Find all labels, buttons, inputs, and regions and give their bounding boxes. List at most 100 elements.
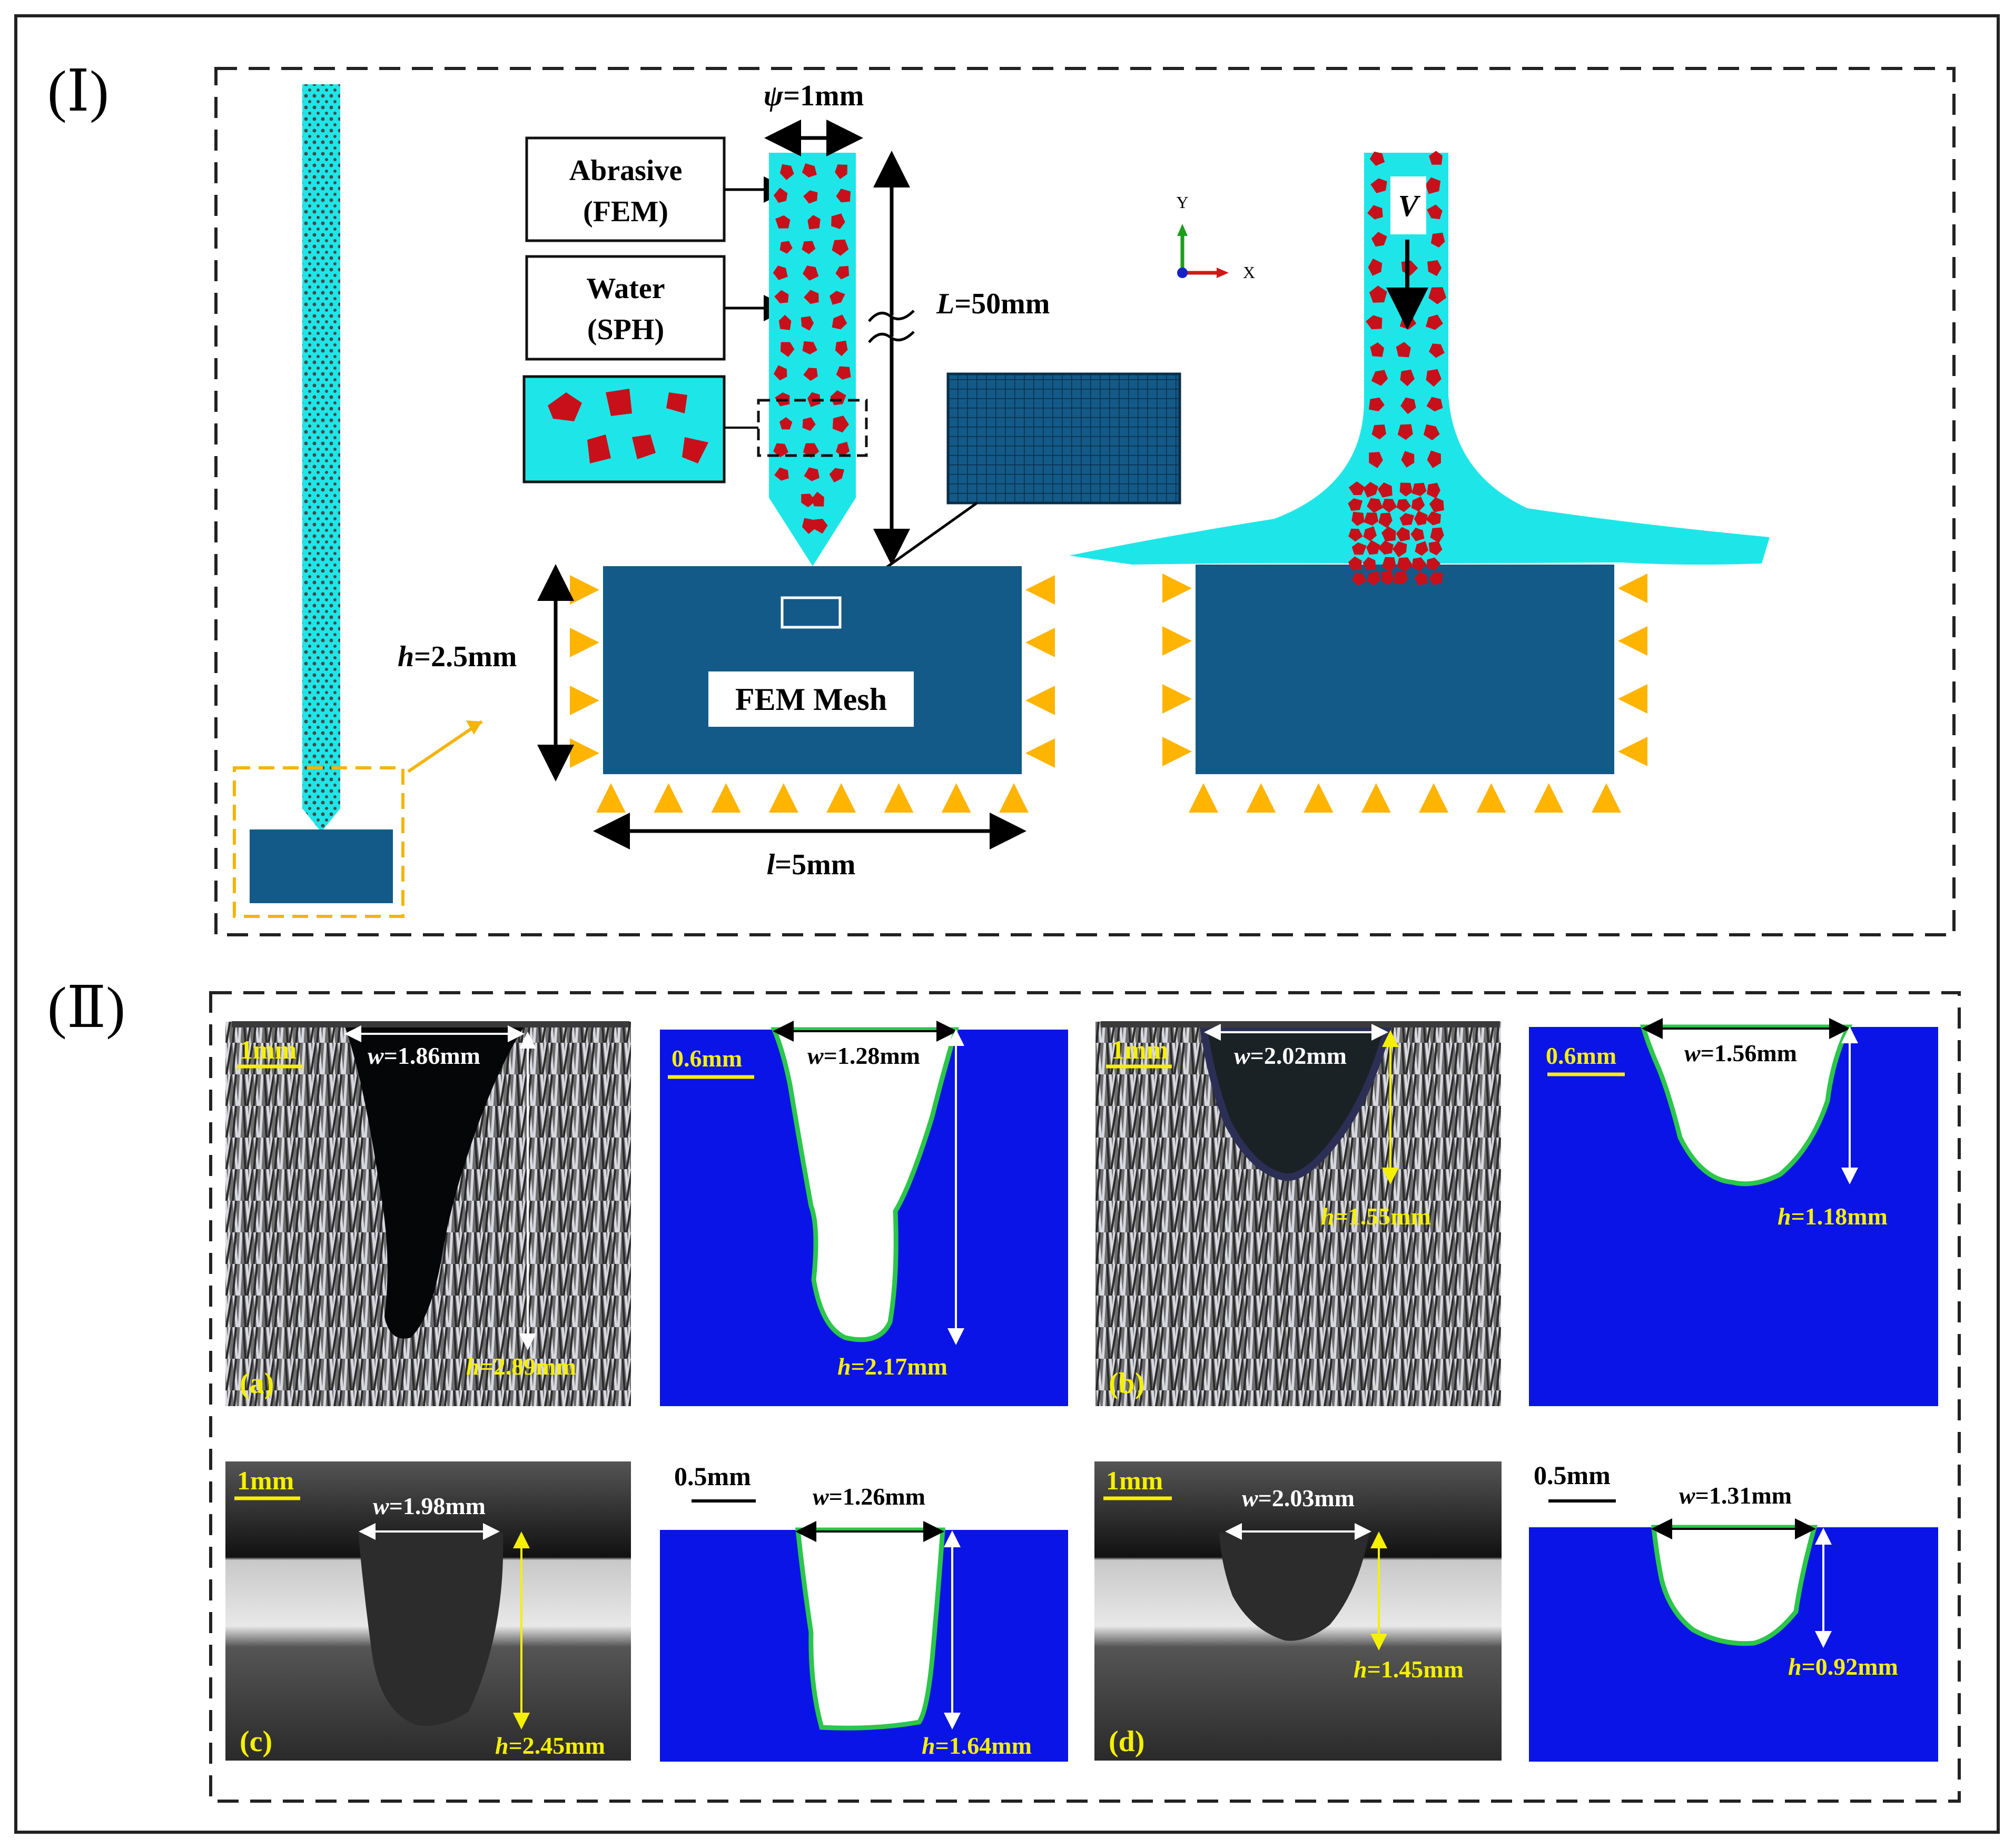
crater-abrasive-particle: [1415, 541, 1429, 556]
panel-a-exp-h-label: h=2.89mm: [466, 1353, 576, 1380]
overview-jet-column: [302, 84, 340, 808]
crater-abrasive-particle: [1410, 527, 1425, 541]
break-symbol: [868, 310, 915, 343]
sim-abrasive-particle: [1368, 397, 1385, 411]
panel-a-experiment: 1mm w=1.86mm h=2.89mm (a): [225, 1021, 631, 1406]
support-left: [570, 738, 599, 768]
jet-abrasive-particle: [779, 241, 793, 254]
support-left: [570, 628, 599, 657]
sim-abrasive-particle: [1427, 204, 1443, 220]
part-two-label: (Ⅱ): [47, 975, 125, 1040]
panel-a-exp-scale: 1mm: [240, 1035, 297, 1064]
sim-abrasive-particle: [1369, 151, 1385, 166]
crater-abrasive-particle: [1363, 482, 1378, 498]
panel-d-exp-w-label: w=2.03mm: [1242, 1485, 1355, 1511]
panel-b-sim-scale: 0.6mm: [1546, 1042, 1616, 1069]
jet-abrasive-particle: [807, 215, 821, 230]
jet-abrasive-particle: [802, 341, 817, 354]
crater-abrasive-particle: [1428, 541, 1443, 556]
panel-b-sim-h-label: h=1.18mm: [1778, 1203, 1888, 1230]
jet-abrasive-particle: [832, 239, 849, 256]
axis-z-dot: [1177, 268, 1188, 278]
water-box-line2: (SPH): [587, 313, 664, 346]
sim-abrasive-particle: [1397, 424, 1413, 440]
sim-abrasive-particle: [1371, 370, 1388, 386]
jet-abrasive-particle: [773, 187, 788, 203]
jet-abrasive-particle: [775, 215, 791, 229]
sim-abrasive-particle: [1368, 259, 1383, 276]
mesh-zoom: [946, 372, 1181, 505]
jet-abrasive-particle: [803, 265, 819, 281]
support-bottom: [596, 783, 626, 813]
crater-abrasive-particle: [1414, 571, 1428, 586]
jet-abrasive-particle: [780, 342, 795, 357]
axis-y-label: Y: [1176, 193, 1188, 212]
jet-abrasive-particle: [804, 467, 820, 481]
crater-abrasive-particle: [1348, 498, 1363, 511]
crater-abrasive-particle: [1381, 526, 1396, 542]
crater-abrasive-particle: [1430, 527, 1444, 543]
support-left: [570, 575, 599, 605]
crater-abrasive-particle: [1411, 482, 1427, 496]
support-bottom: [768, 783, 798, 813]
crater-abrasive-particle: [1396, 499, 1411, 512]
jet-abrasive-particle: [802, 241, 816, 254]
support-bottom: [1246, 783, 1276, 813]
sim-abrasive-particle: [1371, 424, 1386, 440]
crater-abrasive-particle: [1381, 557, 1396, 572]
jet-abrasive-particle: [803, 190, 818, 204]
crater-abrasive-particle: [1396, 527, 1410, 542]
sim-abrasive-particle: [1370, 342, 1384, 357]
sim-abrasive-particle: [1428, 287, 1447, 304]
support-bottom: [1592, 783, 1621, 813]
crater-abrasive-particle: [1411, 496, 1425, 512]
sim-abrasive-particle: [1427, 450, 1441, 468]
crater-abrasive-particle: [1377, 482, 1393, 498]
support-bottom: [1476, 783, 1506, 813]
zoom-arrow-head: [466, 720, 482, 735]
part-two: (Ⅱ) 1mm w=1.86mm h=2.89mm (a) 0.6mm w=1.…: [47, 975, 1961, 1803]
sim-abrasive-particle: [1400, 397, 1416, 414]
support-bottom: [711, 783, 741, 813]
panel-a-exp-w-label: w=1.86mm: [368, 1042, 480, 1069]
support-left: [1162, 737, 1192, 766]
water-box-line1: Water: [586, 272, 665, 305]
sim-abrasive-particle: [1426, 314, 1443, 330]
jet-abrasive-particle: [774, 467, 789, 481]
crater-abrasive-particle: [1348, 481, 1365, 495]
crater-abrasive-particle: [1378, 540, 1394, 555]
support-right: [1025, 686, 1055, 715]
zoom-arrow: [407, 720, 483, 773]
jet-body: [769, 153, 856, 566]
jet-abrasive-particle: [831, 213, 845, 229]
overview-workpiece: [250, 829, 393, 903]
sim-abrasive-particle: [1427, 260, 1442, 276]
crater-abrasive-particle: [1381, 499, 1397, 513]
support-right: [1618, 574, 1647, 603]
jet: [757, 153, 868, 566]
crater-abrasive-particle: [1381, 571, 1395, 585]
sim-abrasive-particle: [1426, 369, 1442, 387]
support-right: [1618, 737, 1647, 766]
crater-abrasive-particle: [1348, 528, 1363, 542]
jet-abrasive-particle: [830, 291, 845, 305]
height-value: =2.5mm: [414, 640, 517, 673]
panel-c-simulation: 0.5mm w=1.26mm h=1.64mm: [660, 1461, 1068, 1762]
crater-abrasive-particle: [1351, 511, 1365, 526]
impact-workpiece: [1196, 565, 1614, 774]
sim-abrasive-particle: [1369, 452, 1383, 468]
jet-abrasive-particle: [774, 290, 789, 303]
panel-c-experiment: 1mm w=1.98mm h=2.45mm (c): [225, 1461, 631, 1761]
jet-abrasive-particle: [803, 368, 818, 381]
sim-abrasive-particle: [1400, 369, 1415, 387]
jet-abrasive-particle: [773, 265, 788, 280]
support-bottom: [999, 783, 1029, 813]
jet-abrasive-particle: [773, 365, 787, 381]
supports-left-model: [570, 575, 1055, 813]
crater-abrasive-particle: [1414, 510, 1428, 526]
sim-abrasive-particle: [1423, 424, 1440, 441]
crater-abrasive-particle: [1363, 526, 1377, 541]
mesh-label-box: [708, 671, 914, 727]
impact-crater-particles: [1348, 481, 1444, 586]
